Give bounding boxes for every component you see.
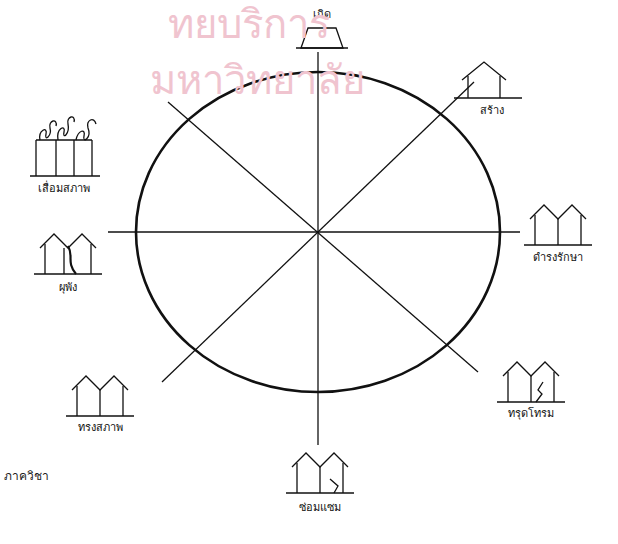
side-note: ภาควิชา: [4, 466, 49, 485]
stage-label: ซ่อมแซม: [299, 501, 341, 514]
stage-label: ทรงสภาพ: [78, 421, 123, 434]
watermark: ทยบริการ: [168, 2, 330, 46]
stage-label: ทรุดโทรม: [508, 407, 554, 420]
stage-label: ผุพัง: [59, 281, 77, 294]
stage-label: เสื่อมสภาพ: [38, 182, 90, 195]
stage-label: สร้าง: [480, 104, 504, 117]
watermark: มหาวิทยาลัย: [150, 58, 365, 102]
stage-label: ดำรงรักษา: [533, 251, 583, 264]
